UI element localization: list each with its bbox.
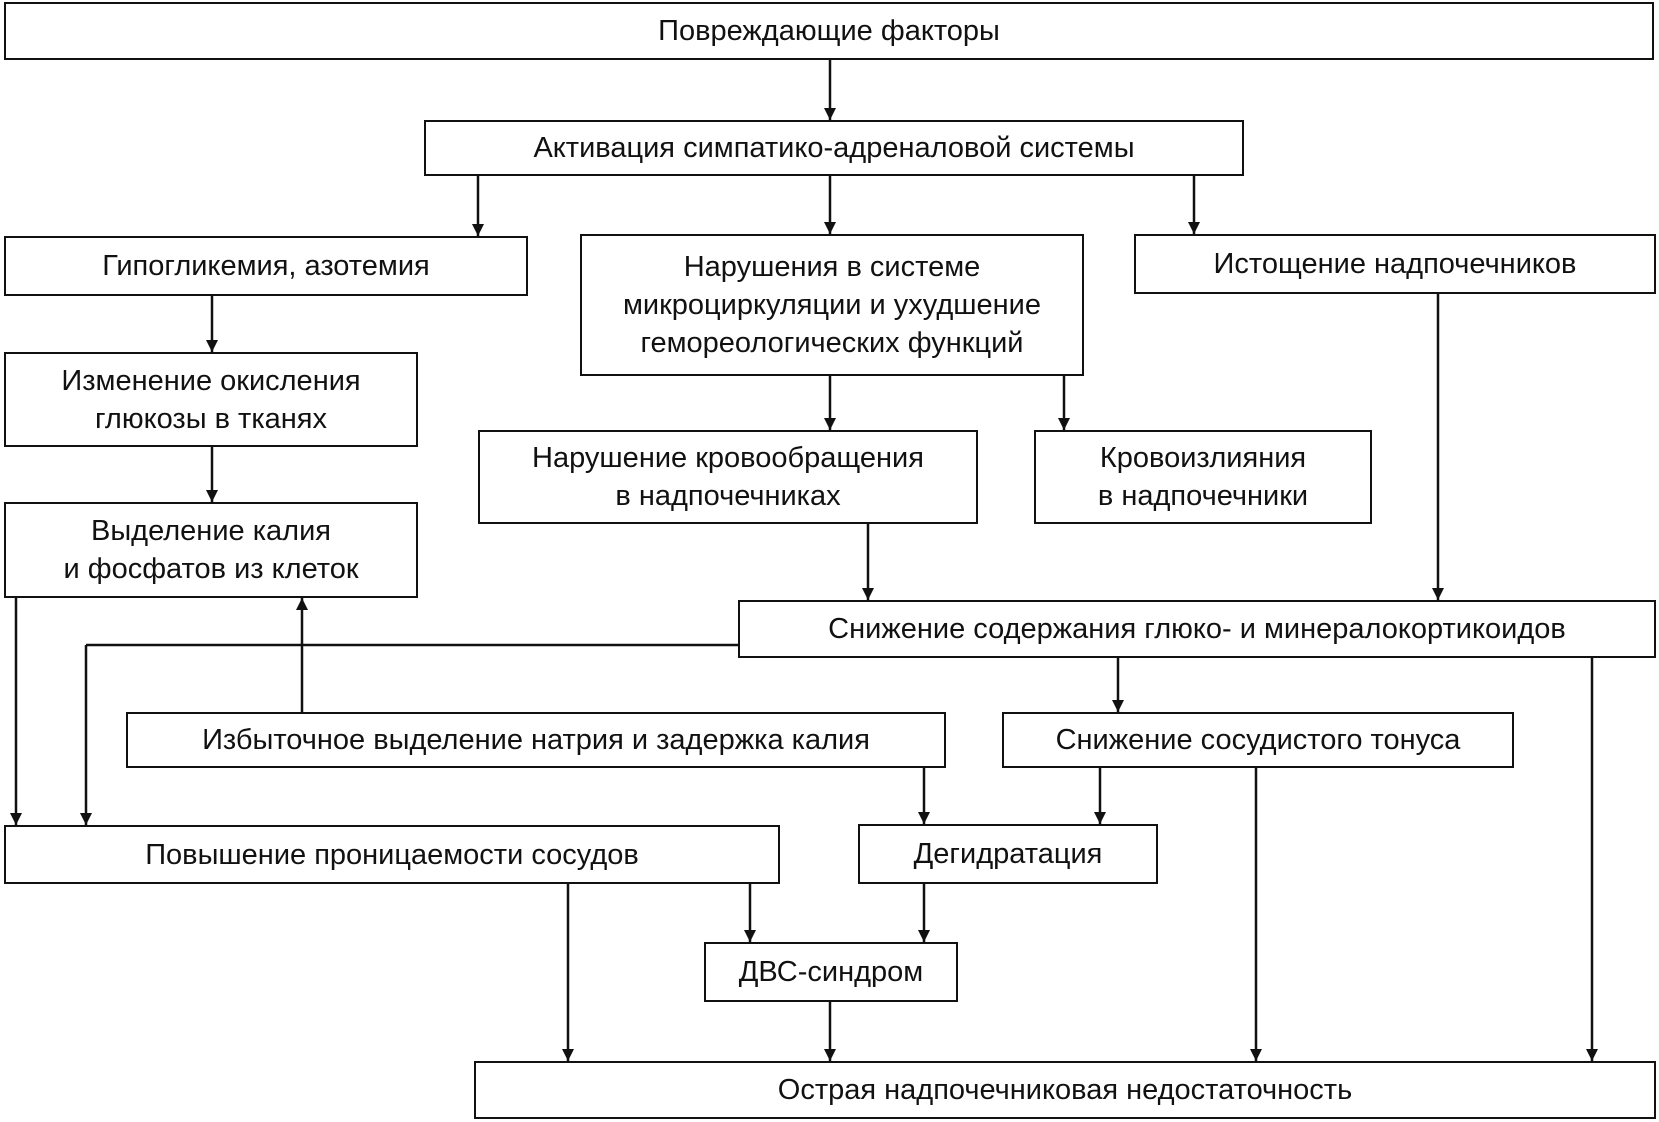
node-label: Нарушение кровообращения в надпочечниках: [532, 442, 924, 512]
node-label: Кровоизлияния в надпочечники: [1097, 442, 1309, 512]
node-hypoglycemia: Гипогликемия, азотемия: [4, 236, 528, 296]
node-dehydration: Дегидратация: [858, 824, 1158, 884]
node-adrenal-exhaustion: Истощение надпочечников: [1134, 234, 1656, 294]
node-label: Истощение надпочечников: [1213, 248, 1577, 280]
node-label: Снижение содержания глюко- и минералокор…: [828, 613, 1566, 645]
node-sympathoadrenal-activation: Активация симпатико-адреналовой системы: [424, 120, 1244, 176]
node-label: Дегидратация: [913, 838, 1103, 870]
node-glucose-oxidation: Изменение окисления глюкозы в тканях: [4, 352, 418, 447]
node-microcirculation: Нарушения в системе микроциркуляции и ух…: [580, 234, 1084, 376]
node-dic: ДВС-синдром: [704, 942, 958, 1002]
node-label: Нарушения в системе микроциркуляции и ух…: [622, 251, 1042, 359]
node-damaging-factors: Повреждающие факторы: [4, 2, 1654, 60]
node-label: Острая надпочечниковая недостаточность: [777, 1074, 1353, 1106]
node-label: Повышение проницаемости сосудов: [145, 838, 639, 871]
node-acute-insufficiency: Острая надпочечниковая недостаточность: [474, 1061, 1656, 1119]
node-label: Повреждающие факторы: [658, 15, 1000, 47]
node-sodium-excretion: Избыточное выделение натрия и задержка к…: [126, 712, 946, 768]
node-vascular-permeability: Повышение проницаемости сосудов: [4, 825, 780, 884]
node-label: Избыточное выделение натрия и задержка к…: [202, 724, 870, 756]
node-adrenal-hemorrhage: Кровоизлияния в надпочечники: [1034, 430, 1372, 524]
node-label: Изменение окисления глюкозы в тканях: [61, 364, 361, 435]
node-label: Гипогликемия, азотемия: [102, 250, 430, 282]
node-label: ДВС-синдром: [738, 956, 924, 988]
node-adrenal-blood-flow: Нарушение кровообращения в надпочечниках: [478, 430, 978, 524]
node-corticoid-decrease: Снижение содержания глюко- и минералокор…: [738, 600, 1656, 658]
node-potassium-release: Выделение калия и фосфатов из клеток: [4, 502, 418, 598]
node-vascular-tone: Снижение сосудистого тонуса: [1002, 712, 1514, 768]
node-label: Выделение калия и фосфатов из клеток: [63, 515, 359, 585]
node-label: Активация симпатико-адреналовой системы: [533, 132, 1135, 164]
node-label: Снижение сосудистого тонуса: [1055, 724, 1461, 756]
